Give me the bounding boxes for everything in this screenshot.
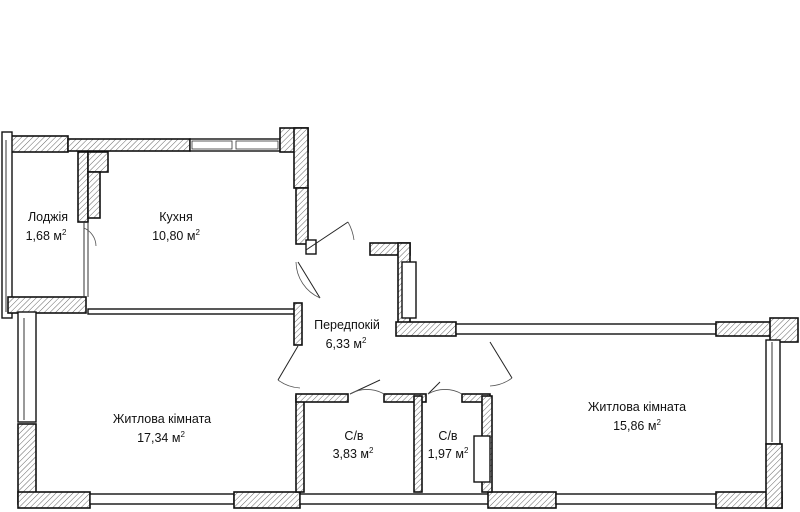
wall-living2-top-right (715, 321, 773, 337)
wall-bottom-4 (487, 491, 557, 509)
bath1-name: С/в (344, 429, 364, 443)
wall-bottom-3 (299, 493, 491, 505)
wall-bath1-top-left (295, 393, 349, 403)
hallway-area: 6,33 м2 (326, 336, 367, 351)
wall-bottom-2 (233, 491, 301, 509)
wall-living1-left (17, 311, 37, 423)
wall-living1-top-stub (293, 302, 303, 346)
living2-area: 15,86 м2 (613, 418, 661, 433)
living2-name: Житлова кімната (588, 400, 686, 414)
walls (1, 127, 799, 509)
wall-kitchen-right-lower (295, 187, 309, 245)
wall-top-loggia (7, 135, 69, 153)
kitchen-window-1 (191, 140, 233, 150)
wall-living2-corner (769, 317, 799, 343)
wall-bottom-window-2 (555, 493, 719, 505)
wall-bath1-left (295, 395, 305, 493)
wall-kitchen-living-divider (87, 308, 299, 315)
living1-area: 17,34 м2 (137, 430, 185, 445)
kitchen-area: 10,80 м2 (152, 228, 200, 243)
wall-top-kitchen (67, 138, 191, 152)
fixture-bath2 (473, 435, 491, 483)
wall-kitchen-right (293, 127, 309, 189)
kitchen-window-2 (235, 140, 279, 150)
room-labels: Лоджія 1,68 м2 Кухня 10,80 м2 Передпокій… (26, 210, 687, 461)
bath2-name: С/в (438, 429, 458, 443)
column-kitchen (87, 151, 109, 173)
wall-bottom-window-1 (89, 493, 235, 505)
wall-living2-top (395, 321, 457, 337)
kitchen-name: Кухня (159, 210, 192, 224)
bath1-area: 3,83 м2 (333, 446, 374, 461)
fixture-hall (401, 261, 417, 319)
wall-living2-right (765, 339, 781, 445)
bath2-area: 1,97 м2 (428, 446, 469, 461)
wall-kitchen-stub (87, 171, 101, 219)
wall-living2-right-lower (765, 443, 783, 509)
hallway-name: Передпокій (314, 318, 380, 332)
wall-living2-top-long (455, 323, 717, 335)
doors (83, 221, 513, 395)
loggia-name: Лоджія (28, 210, 68, 224)
wall-loggia-left (1, 131, 13, 319)
wall-bottom-1 (17, 491, 91, 509)
wall-bath1-bath2 (413, 395, 423, 493)
wall-loggia-bottom (7, 296, 87, 314)
wall-bath1-top-right (383, 393, 427, 403)
loggia-area: 1,68 м2 (26, 228, 67, 243)
wall-loggia-kitchen (77, 151, 89, 223)
living1-name: Житлова кімната (113, 412, 211, 426)
